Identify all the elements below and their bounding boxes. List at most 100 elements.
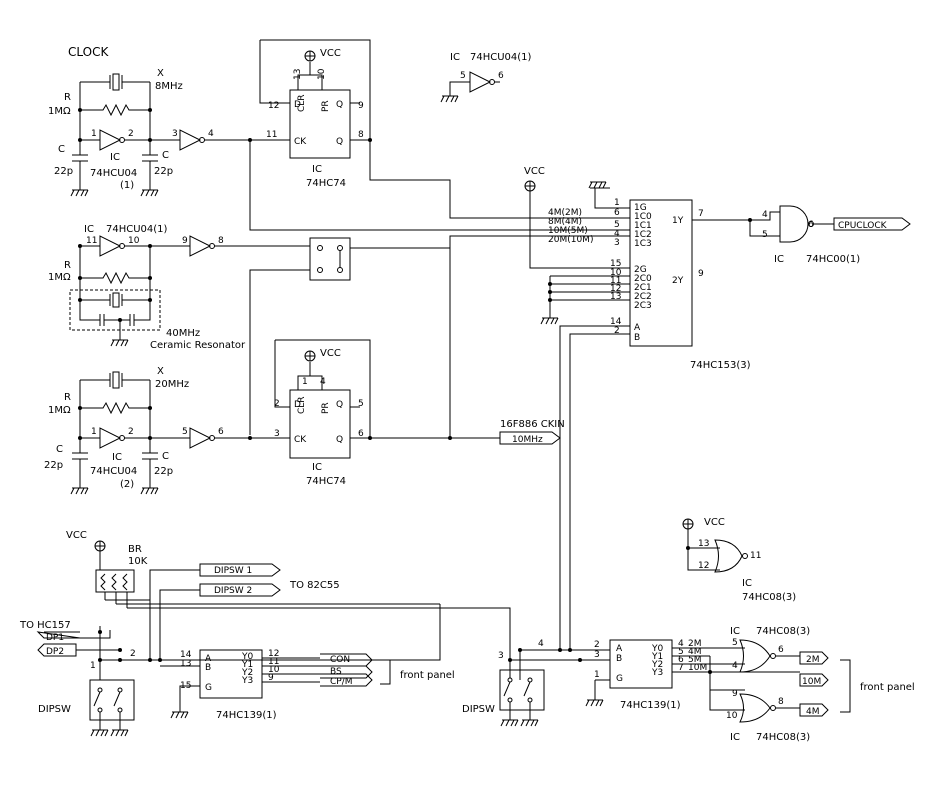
svg-text:5: 5 xyxy=(678,647,684,657)
svg-text:10: 10 xyxy=(726,711,738,721)
svg-text:11: 11 xyxy=(86,236,97,246)
svg-text:1: 1 xyxy=(594,670,600,680)
svg-text:4M: 4M xyxy=(806,707,820,717)
svg-text:A: A xyxy=(205,654,212,664)
svg-text:Q: Q xyxy=(336,137,343,147)
dec1-signal-arrows xyxy=(320,653,373,687)
svg-text:2: 2 xyxy=(128,427,134,437)
svg-text:9: 9 xyxy=(268,673,274,683)
osc2-resistor xyxy=(80,271,150,285)
svg-text:1Y: 1Y xyxy=(672,216,684,226)
svg-text:CPUCLOCK: CPUCLOCK xyxy=(838,221,888,231)
ground-icon xyxy=(140,189,159,197)
mux-chip xyxy=(249,140,780,650)
svg-text:74HC139(1): 74HC139(1) xyxy=(620,700,681,711)
svg-text:Q: Q xyxy=(336,100,343,110)
svg-text:D: D xyxy=(294,100,301,110)
svg-text:Y3: Y3 xyxy=(241,676,253,686)
svg-text:R: R xyxy=(64,260,71,271)
svg-text:3: 3 xyxy=(498,651,504,661)
ground-icon xyxy=(170,700,189,719)
svg-text:74HC139(1): 74HC139(1) xyxy=(216,710,277,721)
svg-text:10M: 10M xyxy=(802,677,821,687)
svg-text:DP2: DP2 xyxy=(46,647,64,657)
svg-text:IC: IC xyxy=(112,452,122,463)
svg-text:Y2: Y2 xyxy=(651,660,663,670)
svg-text:1C0: 1C0 xyxy=(634,212,652,222)
svg-text:CON: CON xyxy=(330,655,350,665)
svg-text:2: 2 xyxy=(130,649,136,659)
svg-text:22p: 22p xyxy=(154,466,173,477)
svg-text:DIPSW: DIPSW xyxy=(38,704,71,715)
svg-text:BS: BS xyxy=(330,667,342,677)
svg-text:X: X xyxy=(157,366,164,377)
and-bottom-gate xyxy=(708,670,800,723)
svg-text:8: 8 xyxy=(358,130,364,140)
svg-text:IC: IC xyxy=(450,52,460,63)
svg-text:TO HC157: TO HC157 xyxy=(19,620,71,631)
freq-out-arrows xyxy=(700,651,829,717)
cpuclock-arrow xyxy=(830,217,911,231)
svg-text:DIPSW 1: DIPSW 1 xyxy=(214,566,252,576)
svg-text:74HC08(3): 74HC08(3) xyxy=(742,592,796,603)
osc3-crystal xyxy=(80,371,150,389)
svg-text:6: 6 xyxy=(218,427,224,437)
svg-text:1MΩ: 1MΩ xyxy=(48,272,71,283)
svg-text:Y2: Y2 xyxy=(241,668,253,678)
osc1-inverter xyxy=(80,129,150,151)
svg-text:11: 11 xyxy=(750,551,761,561)
svg-text:4M(2M): 4M(2M) xyxy=(548,208,582,218)
svg-text:2C3: 2C3 xyxy=(634,301,652,311)
dp2-arrow xyxy=(37,643,120,657)
svg-text:13: 13 xyxy=(293,69,303,80)
osc3-resistor xyxy=(80,401,150,415)
svg-text:8: 8 xyxy=(778,697,784,707)
svg-text:2C2: 2C2 xyxy=(634,292,652,302)
svg-text:9: 9 xyxy=(698,269,704,279)
svg-text:14: 14 xyxy=(610,317,622,327)
svg-text:10: 10 xyxy=(610,268,622,278)
svg-text:1C2: 1C2 xyxy=(634,230,652,240)
dipsw2-arrow xyxy=(199,583,281,597)
svg-text:22p: 22p xyxy=(54,166,73,177)
svg-text:9: 9 xyxy=(358,101,364,111)
svg-text:R: R xyxy=(64,392,71,403)
svg-text:9: 9 xyxy=(732,689,738,699)
ground-icon xyxy=(520,719,539,727)
svg-text:front panel: front panel xyxy=(860,682,915,693)
svg-text:VCC: VCC xyxy=(704,517,725,528)
svg-text:CLR: CLR xyxy=(297,396,307,414)
svg-text:5M: 5M xyxy=(688,655,702,665)
buf1-inverter xyxy=(150,129,250,151)
vcc-icon xyxy=(304,50,316,62)
svg-text:10: 10 xyxy=(268,665,280,675)
svg-text:40MHz: 40MHz xyxy=(166,328,200,339)
svg-text:3: 3 xyxy=(614,238,620,248)
osc2-resonator xyxy=(69,289,161,340)
ground-icon xyxy=(110,729,129,737)
buf2-inverter xyxy=(150,235,310,257)
svg-text:74HCU04: 74HCU04 xyxy=(90,466,137,477)
svg-text:VCC: VCC xyxy=(66,530,87,541)
svg-text:22p: 22p xyxy=(44,460,63,471)
osc3-cap-right xyxy=(142,438,158,488)
svg-text:10: 10 xyxy=(128,236,140,246)
svg-text:4: 4 xyxy=(678,639,684,649)
svg-text:22p: 22p xyxy=(154,166,173,177)
svg-text:4: 4 xyxy=(320,377,326,387)
svg-text:PR: PR xyxy=(321,100,331,112)
svg-text:Y1: Y1 xyxy=(241,660,253,670)
svg-text:Ceramic Resonator: Ceramic Resonator xyxy=(150,340,246,351)
resistor-bank xyxy=(95,551,511,680)
vcc-icon xyxy=(682,518,694,530)
svg-text:2: 2 xyxy=(274,399,280,409)
dipsw1-arrow xyxy=(199,563,281,577)
svg-text:6: 6 xyxy=(778,645,784,655)
ground-icon xyxy=(588,181,607,189)
svg-text:IC: IC xyxy=(774,254,784,265)
svg-text:11: 11 xyxy=(610,276,621,286)
svg-text:4: 4 xyxy=(614,229,620,239)
ground-icon xyxy=(140,487,159,495)
svg-text:1: 1 xyxy=(302,377,308,387)
left-dipsw xyxy=(89,679,135,730)
